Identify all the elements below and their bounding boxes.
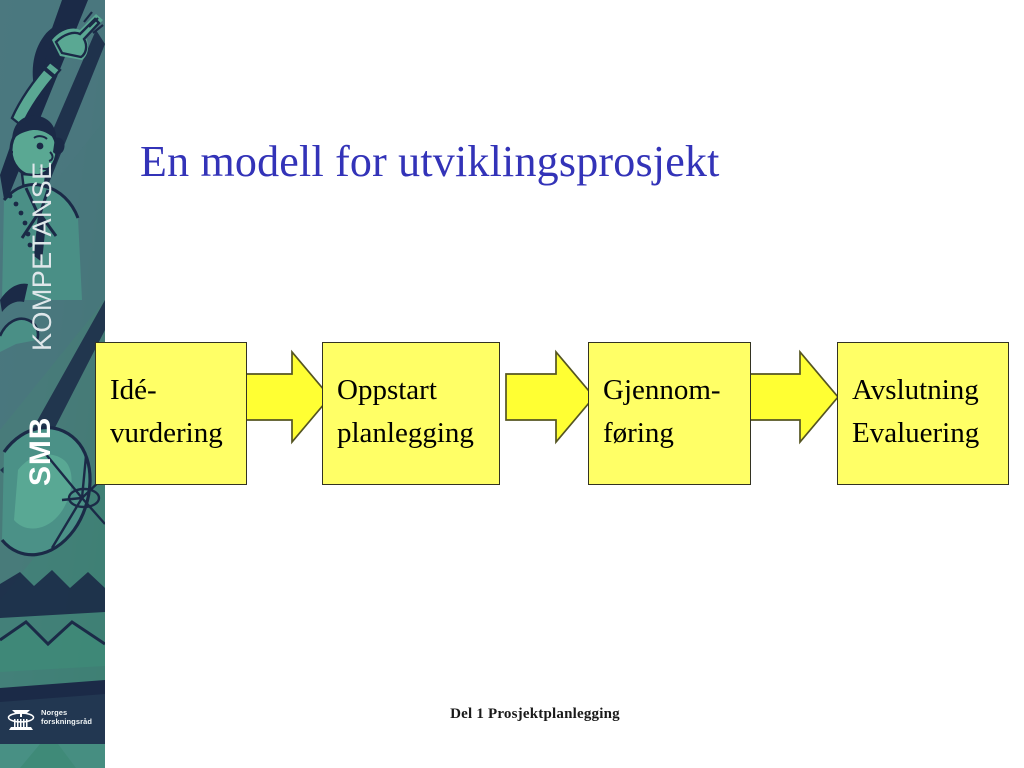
brand-secondary-label: KOMPETANSE bbox=[27, 161, 57, 351]
research-council-wordmark: Norges forskningsråd bbox=[41, 708, 92, 727]
stylized-figure-illustration bbox=[0, 0, 105, 768]
page-title: En modell for utviklingsprosjekt bbox=[140, 137, 720, 186]
research-council-column-icon bbox=[7, 710, 35, 730]
flow-stage-1[interactable]: Idé- vurdering bbox=[95, 342, 247, 485]
flow-stage-4[interactable]: Avslutning Evaluering bbox=[837, 342, 1009, 485]
slide-footer: Del 1 Prosjektplanlegging bbox=[450, 706, 620, 722]
flow-stage-2[interactable]: Oppstart planlegging bbox=[322, 342, 500, 485]
flow-stage-2-line-2: planlegging bbox=[337, 416, 474, 449]
flow-stage-4-line-1: Avslutning bbox=[852, 374, 979, 406]
right-arrow-icon bbox=[505, 349, 596, 445]
flow-stage-1-line-1: Idé- bbox=[110, 374, 157, 406]
right-arrow-icon bbox=[749, 349, 840, 445]
council-line-1: Norges bbox=[41, 708, 68, 718]
flow-stage-3-line-2: føring bbox=[603, 416, 674, 449]
brand-primary-label: SMB bbox=[24, 416, 57, 486]
research-council-logo: Norges forskningsråd bbox=[6, 700, 101, 736]
council-line-2: forskningsråd bbox=[41, 717, 92, 726]
decorative-sidebar: KOMPETANSE SMB bbox=[0, 0, 105, 768]
flow-stage-3-line-1: Gjennom- bbox=[603, 374, 721, 406]
flow-stage-1-line-2: vurdering bbox=[110, 416, 223, 449]
flow-stage-2-line-1: Oppstart bbox=[337, 374, 437, 406]
flow-stage-3[interactable]: Gjennom- føring bbox=[588, 342, 751, 485]
flow-stage-4-line-2: Evaluering bbox=[852, 416, 980, 449]
right-arrow-icon bbox=[241, 349, 332, 445]
